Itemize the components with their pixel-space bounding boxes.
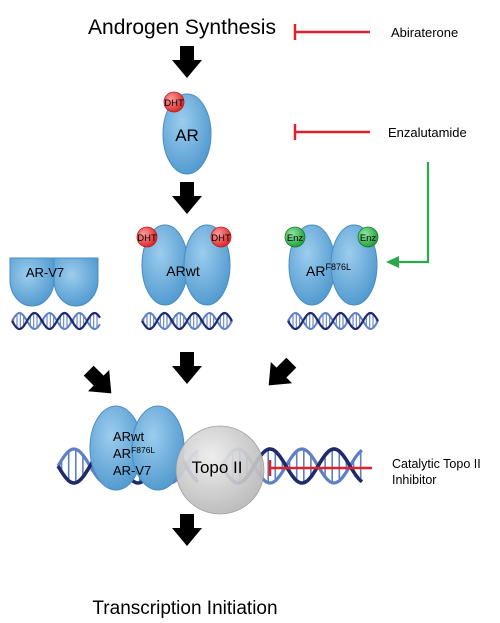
dna-strand-front xyxy=(11,311,101,331)
complex-label-arwt: ARwt xyxy=(113,429,144,444)
title-transcription-initiation: Transcription Initiation xyxy=(92,598,277,619)
dna-strand-front xyxy=(287,311,379,331)
down-arrow-2 xyxy=(172,182,202,214)
enzalutamide-green-arrow xyxy=(386,162,430,268)
ar-complex-dimer: ARwt ARF876L AR-V7 xyxy=(89,405,185,491)
ar-f876l-label: ARF876L xyxy=(306,262,351,279)
dht-label-left: DHT xyxy=(137,233,157,244)
enzalutamide-inhibition: Enzalutamide xyxy=(293,124,467,140)
down-arrow-1 xyxy=(172,46,202,78)
dna-under-ar-v7 xyxy=(11,311,101,331)
ar-v7-label: AR-V7 xyxy=(26,265,64,280)
dna-under-ar-f876l xyxy=(287,311,379,331)
enz-ligand-left xyxy=(284,226,306,248)
down-arrow-center xyxy=(172,352,202,384)
title-androgen-synthesis: Androgen Synthesis xyxy=(88,16,276,39)
dht-ligand-ar xyxy=(163,91,185,113)
label-topo-inhibitor-line1: Catalytic Topo II xyxy=(392,457,481,471)
ar-label: AR xyxy=(175,126,199,145)
topo-inhibition: Catalytic Topo II Inhibitor xyxy=(268,457,481,487)
diagonal-arrow-right xyxy=(268,357,297,386)
dht-label-ar: DHT xyxy=(164,98,184,109)
topo-ii-enzyme: Topo II xyxy=(175,425,265,515)
label-enzalutamide: Enzalutamide xyxy=(388,125,467,140)
ar-v7-right-lobe xyxy=(53,257,99,307)
enz-label-right: Enz xyxy=(360,233,377,244)
diagonal-arrow-left xyxy=(83,365,112,394)
complex-label-ar-f876l: ARF876L xyxy=(113,445,155,461)
dht-ligand-right xyxy=(210,226,232,248)
arwt-label: ARwt xyxy=(166,263,200,279)
topo-ii-label: Topo II xyxy=(191,458,242,477)
complex-label-ar-v7: AR-V7 xyxy=(113,463,151,478)
dna-strand-front xyxy=(141,311,233,331)
ar-v7-dimer: AR-V7 xyxy=(9,257,99,307)
abiraterone-inhibition: Abiraterone xyxy=(293,24,458,40)
label-abiraterone: Abiraterone xyxy=(391,25,458,40)
dht-ligand-left xyxy=(136,226,158,248)
enz-label-left: Enz xyxy=(287,233,304,244)
arwt-dimer: DHT DHT ARwt xyxy=(136,224,232,306)
complex-f876l-superscript: F876L xyxy=(131,445,155,455)
ar-f876l-superscript: F876L xyxy=(325,262,351,272)
ar-f876l-dimer: Enz Enz ARF876L xyxy=(284,224,379,306)
dht-label-right: DHT xyxy=(211,233,231,244)
enz-ligand-right xyxy=(357,226,379,248)
label-topo-inhibitor-line2: Inhibitor xyxy=(392,473,436,487)
topo-ii-circle xyxy=(175,425,265,515)
ar-body xyxy=(162,93,212,175)
ar-v7-left-lobe xyxy=(9,257,55,307)
ar-receptor: DHT AR xyxy=(162,91,212,175)
dna-under-arwt xyxy=(141,311,233,331)
down-arrow-bottom xyxy=(172,514,202,546)
